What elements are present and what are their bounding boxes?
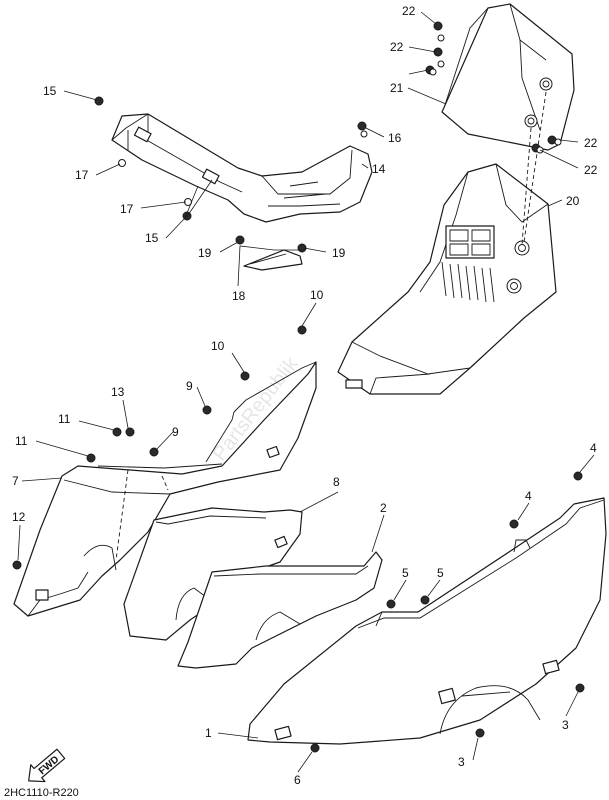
- callout-18: 18: [232, 289, 246, 303]
- callout-9: 9: [172, 425, 179, 439]
- callout-1: 1: [205, 726, 212, 740]
- callout-11: 11: [58, 412, 71, 426]
- callout-22: 22: [584, 136, 598, 150]
- part-21-upper-cover: [441, 3, 575, 151]
- callout-16: 16: [388, 131, 402, 145]
- callout-19: 19: [332, 246, 346, 260]
- callout-12: 12: [12, 510, 26, 524]
- callout-10: 10: [310, 288, 324, 302]
- callout-8: 8: [333, 475, 340, 489]
- leader-lines: [17, 11, 595, 773]
- callout-17: 17: [120, 202, 134, 216]
- part-1-side-cover: [247, 497, 607, 745]
- callout-22: 22: [584, 163, 598, 177]
- callout-3: 3: [458, 755, 465, 769]
- callout-14: 14: [372, 162, 386, 176]
- callout-22: 22: [402, 4, 416, 18]
- part-20-lower-cover: [337, 163, 557, 395]
- callout-15: 15: [43, 84, 57, 98]
- part-2-side-panel: [177, 551, 383, 669]
- callout-6: 6: [294, 773, 301, 787]
- callout-15: 15: [145, 231, 159, 245]
- part-14-side-rail: [111, 113, 373, 223]
- callout-11: 11: [15, 434, 28, 448]
- callout-20: 20: [566, 194, 580, 208]
- part-18-clip: [243, 249, 303, 271]
- callout-19: 19: [198, 246, 212, 260]
- callout-4: 4: [590, 441, 597, 455]
- callout-7: 7: [12, 474, 19, 488]
- callout-9: 9: [186, 379, 193, 393]
- callout-5: 5: [402, 566, 409, 580]
- callout-5: 5: [437, 566, 444, 580]
- callout-17: 17: [75, 168, 89, 182]
- fasteners: [12, 21, 585, 753]
- callout-13: 13: [111, 385, 125, 399]
- callout-2: 2: [380, 501, 387, 515]
- callout-22: 22: [390, 40, 404, 54]
- callout-labels: 22 22 22 22 21 20 15 15 16 14 17 17 19 1…: [12, 4, 598, 787]
- diagram-code: 2HC1110-R220: [4, 787, 79, 799]
- callout-21: 21: [390, 81, 404, 95]
- part-7-side-panel: [13, 361, 317, 617]
- callout-3: 3: [562, 718, 569, 732]
- fwd-arrow: FWD: [28, 748, 66, 783]
- callout-4: 4: [525, 489, 532, 503]
- callout-10: 10: [211, 339, 225, 353]
